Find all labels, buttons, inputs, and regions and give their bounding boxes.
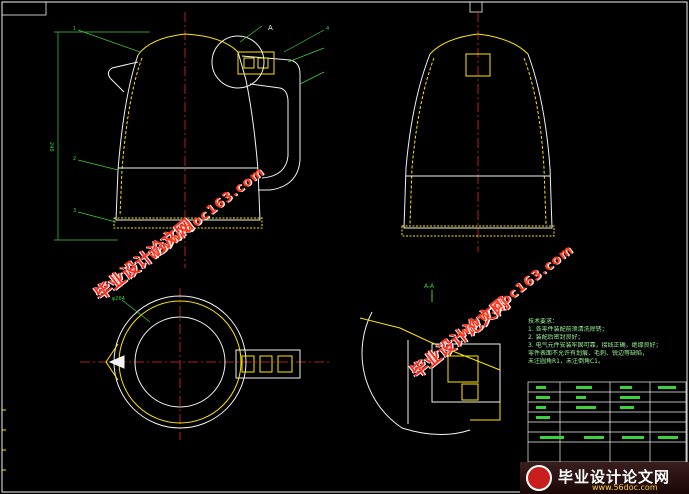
detail-switch-core [447, 355, 479, 383]
leader-6 [287, 47, 325, 63]
front-body [115, 51, 261, 221]
left-edge-marks [2, 409, 6, 471]
top-handle-btn-3 [277, 355, 293, 373]
leader-label-4: 4 [326, 26, 329, 32]
tb-cell-fill-4 [536, 416, 550, 419]
detail-circle-a [211, 35, 265, 89]
side-body-inner [409, 57, 435, 225]
notes-line-1: 1. 各零件装配前须清洗除锈； [528, 326, 608, 333]
corner-box [1, 1, 47, 16]
notes-line-4: 零件表面不允许有划痕、毛刺、锐边等缺陷， [528, 350, 649, 357]
front-base [113, 217, 263, 229]
top-lid [134, 316, 226, 408]
top-diameter-label: φ264 [112, 296, 125, 302]
front-spout [107, 61, 139, 93]
front-body-inner [119, 57, 143, 217]
top-right-tick [469, 1, 483, 13]
front-handle [241, 55, 301, 191]
tb-cell-fill-1 [536, 386, 546, 389]
leader-label-1: 1 [73, 26, 76, 32]
tb-cell-fill-6 [576, 396, 586, 399]
side-base [401, 225, 555, 237]
site-logo-icon [526, 465, 552, 491]
leader-7 [299, 71, 325, 85]
section-detail-view [359, 290, 501, 436]
tb-cell-fill-13 [584, 436, 604, 439]
top-handle [235, 349, 301, 379]
notes-line-2: 2. 装配后密封良好； [528, 334, 584, 341]
leader-1 [77, 29, 141, 53]
top-spout-arrow [108, 355, 125, 369]
dim-side-value: 240 [48, 142, 54, 152]
detail-section-label: A-A [424, 283, 435, 290]
tb-cell-fill-7 [576, 406, 596, 409]
kettle-top-view [80, 288, 330, 440]
section-marker-top: A [268, 24, 273, 32]
tb-cell-fill-12 [540, 436, 564, 439]
kettle-side-view [401, 12, 555, 252]
tb-cell-fill-11 [658, 386, 676, 389]
tb-cell-fill-2 [536, 396, 550, 399]
front-handle-inner [249, 83, 289, 179]
notes-title: 技术要求： [528, 318, 559, 325]
notes-line-3: 3. 电气元件安装牢固可靠，接线正确，绝缘良好； [528, 342, 662, 349]
tb-cell-fill-8 [620, 386, 632, 389]
leader-5 [283, 29, 325, 53]
side-body [403, 53, 553, 229]
tb-cell-fill-5 [576, 386, 592, 389]
leader-labels: 1 2 3 4 [73, 26, 329, 214]
top-dim-leader [121, 299, 151, 323]
tb-cell-fill-3 [536, 406, 546, 409]
front-dimensions [54, 25, 325, 241]
tb-cell-fill-10 [620, 406, 634, 409]
front-switch-inner-2 [257, 57, 269, 69]
title-block [527, 381, 687, 463]
leader-3 [77, 211, 117, 223]
title-block-fills [536, 386, 678, 439]
detail-wall [359, 317, 501, 421]
leader-label-3: 3 [73, 208, 76, 214]
banner-title: 毕业设计论文网 [558, 468, 671, 486]
side-lid [429, 33, 529, 55]
site-banner[interactable]: 毕业设计论文网 www.56doc.com [520, 462, 689, 494]
leader-4 [239, 25, 263, 43]
top-handle-btn-2 [259, 355, 273, 373]
side-lid-button [465, 53, 491, 77]
tb-cell-fill-15 [658, 436, 678, 439]
notes-line-5: 未注圆角R1，未注倒角C1。 [528, 358, 604, 365]
leader-2 [77, 159, 119, 171]
tb-cell-fill-14 [622, 436, 644, 439]
front-switch-inner [243, 57, 255, 69]
side-body-inner-r [523, 57, 547, 225]
banner-url: www.56doc.com [592, 483, 658, 492]
top-handle-btn-1 [241, 355, 255, 373]
technical-notes: 技术要求： 1. 各零件装配前须清洗除锈； 2. 装配后密封良好； 3. 电气元… [528, 318, 688, 366]
leader-label-2: 2 [73, 156, 76, 162]
front-lid [137, 33, 239, 56]
front-switch-block [237, 51, 275, 75]
detail-switch-housing [431, 343, 501, 403]
detail-switch-tab [461, 383, 479, 401]
kettle-front-view [107, 12, 301, 268]
top-spout [105, 343, 119, 381]
detail-arc [361, 311, 471, 436]
tb-cell-fill-9 [620, 396, 640, 399]
